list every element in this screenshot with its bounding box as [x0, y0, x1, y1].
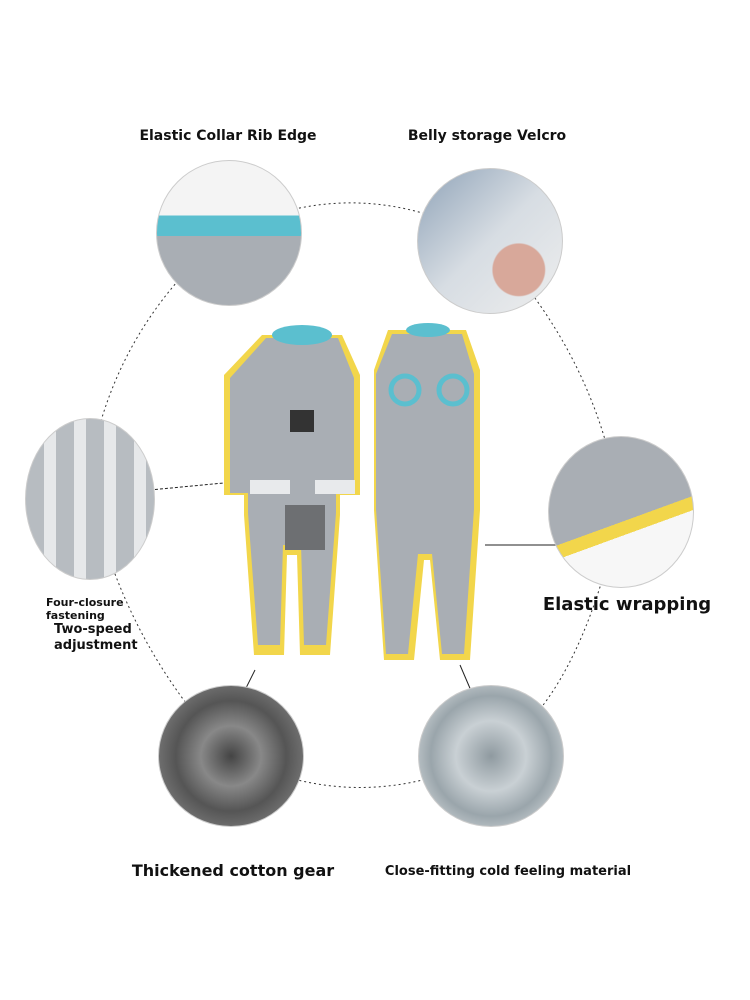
cotton-label: Thickened cotton gear	[131, 861, 335, 880]
four-closure-label: Four-closure fastening	[46, 596, 124, 622]
collar-label: Elastic Collar Rib Edge	[139, 128, 317, 144]
cold-fabric-image	[418, 685, 564, 827]
elastic-wrapping-label: Elastic wrapping	[542, 594, 712, 615]
garment-front-view	[374, 323, 480, 660]
four-closure-image	[25, 418, 155, 580]
cotton-fabric-image	[158, 685, 304, 827]
garment-back-view	[224, 325, 360, 655]
two-speed-label: Two-speed adjustment	[54, 622, 138, 653]
belly-velcro-image	[417, 168, 563, 314]
cold-label: Close-fitting cold feeling material	[384, 864, 632, 879]
belly-label: Belly storage Velcro	[407, 128, 567, 144]
elastic-wrapping-image	[548, 436, 694, 588]
collar-detail-image	[156, 160, 302, 306]
